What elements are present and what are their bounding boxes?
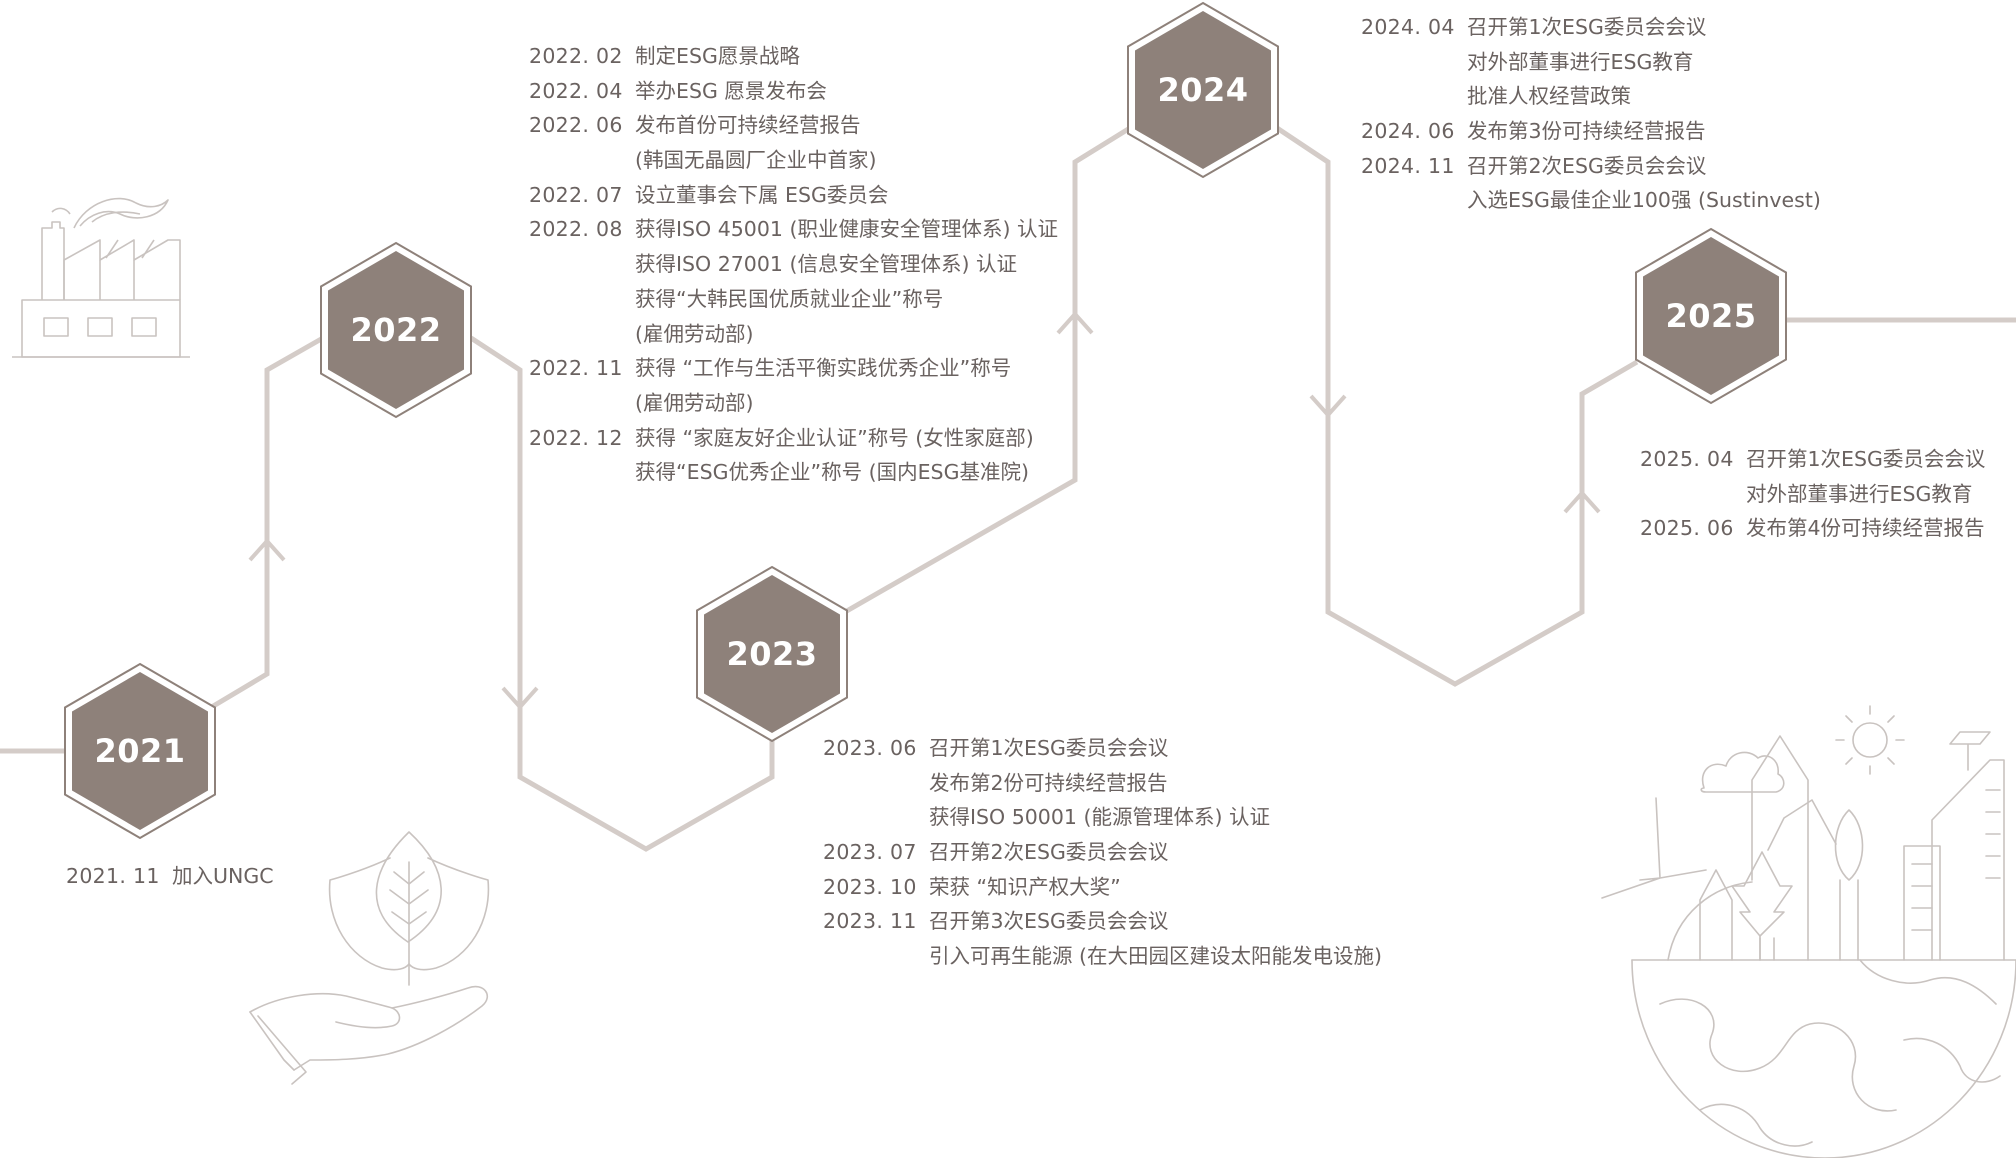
event-text: 获得ISO 27001 (信息安全管理体系) 认证 [635, 252, 1017, 277]
event-date: 2021. 11 [66, 864, 160, 888]
arrow-up-5 [1563, 490, 1601, 514]
timeline-arrows [248, 311, 1601, 710]
event-text: 发布第3份可持续经营报告 [1467, 119, 1706, 144]
year-label-2023: 2023 [726, 635, 818, 673]
event-text: 获得ISO 45001 (职业健康安全管理体系) 认证 [635, 217, 1058, 242]
event-text: (雇佣劳动部) [635, 390, 754, 415]
event-text: 举办ESG 愿景发布会 [635, 78, 827, 103]
arrow-down-2 [501, 686, 539, 710]
eco-city-globe-icon [1601, 705, 2016, 1158]
event-date: 2024. 04 [1361, 15, 1455, 39]
factory-icon [12, 197, 190, 358]
event-text: 发布第4份可持续经营报告 [1746, 516, 1985, 541]
event-date: 2023. 06 [823, 736, 917, 760]
event-date: 2022. 08 [529, 217, 623, 242]
event-date: 2024. 06 [1361, 119, 1455, 144]
event-text: (韩国无晶圆厂企业中首家) [635, 148, 877, 173]
event-text: 发布第2份可持续经营报告 [929, 770, 1168, 795]
timeline-path [0, 125, 2016, 852]
event-text: 设立董事会下属 ESG委员会 [635, 182, 889, 207]
event-text: 获得 “工作与生活平衡实践优秀企业”称号 [635, 356, 1012, 381]
leaf-in-hand-icon [249, 831, 490, 1085]
event-date: 2025. 04 [1640, 447, 1734, 471]
event-date: 2022. 12 [529, 425, 623, 450]
event-date: 2022. 06 [529, 113, 623, 138]
event-text: 批准人权经营政策 [1467, 84, 1631, 109]
hexagon-2022 [320, 241, 472, 419]
event-text: 加入UNGC [172, 864, 274, 888]
event-text: 制定ESG愿景战略 [635, 44, 800, 68]
event-text: 召开第2次ESG委员会会议 [1467, 153, 1707, 178]
event-text: 召开第1次ESG委员会会议 [929, 736, 1169, 760]
hexagon-2025 [1635, 227, 1787, 405]
event-text: 入选ESG最佳企业100强 (Sustinvest) [1467, 188, 1821, 213]
arrow-up-1 [248, 538, 286, 562]
event-text: 引入可再生能源 (在大田园区建设太阳能发电设施) [929, 944, 1383, 969]
event-text: 获得“大韩民国优质就业企业”称号 [635, 286, 944, 311]
event-date: 2022. 02 [529, 44, 623, 68]
event-text: 召开第1次ESG委员会会议 [1467, 15, 1707, 39]
arrow-up-3 [1056, 311, 1094, 335]
event-date: 2025. 06 [1640, 516, 1734, 541]
event-date: 2023. 07 [823, 840, 917, 865]
hexagon-2023 [696, 565, 848, 743]
event-text: 获得“ESG优秀企业”称号 (国内ESG基准院) [635, 460, 1029, 485]
event-text: 召开第3次ESG委员会会议 [929, 909, 1169, 934]
event-text: 获得ISO 50001 (能源管理体系) 认证 [929, 805, 1270, 830]
event-date: 2022. 07 [529, 182, 623, 207]
year-hexagons [64, 1, 1787, 840]
event-date: 2024. 11 [1361, 153, 1455, 178]
event-date: 2022. 04 [529, 78, 623, 103]
event-text: 召开第2次ESG委员会会议 [929, 840, 1169, 865]
event-text: 对外部董事进行ESG教育 [1746, 481, 1973, 506]
event-text: (雇佣劳动部) [635, 321, 754, 346]
hexagon-2021 [64, 662, 216, 840]
event-text: 发布首份可持续经营报告 [635, 113, 861, 138]
year-label-2022: 2022 [350, 311, 442, 349]
year-label-2024: 2024 [1157, 71, 1249, 109]
event-date: 2022. 11 [529, 356, 623, 381]
event-text: 对外部董事进行ESG教育 [1467, 49, 1694, 74]
year-label-2021: 2021 [94, 732, 186, 770]
event-date: 2023. 11 [823, 909, 917, 934]
arrow-down-4 [1309, 394, 1347, 418]
event-date: 2023. 10 [823, 874, 917, 899]
year-label-2025: 2025 [1665, 297, 1757, 335]
event-text: 召开第1次ESG委员会会议 [1746, 447, 1986, 471]
hexagon-2024 [1127, 1, 1279, 179]
event-text: 荣获 “知识产权大奖” [929, 874, 1121, 899]
event-text: 获得 “家庭友好企业认证”称号 (女性家庭部) [635, 425, 1034, 450]
